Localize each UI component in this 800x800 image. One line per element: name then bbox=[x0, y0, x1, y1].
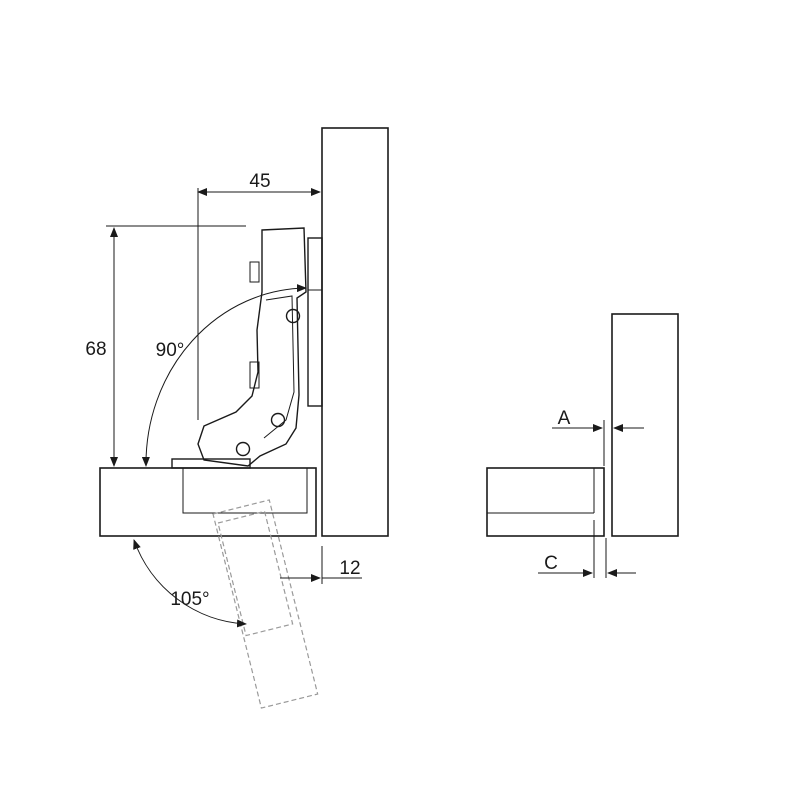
angle-105-arc bbox=[133, 539, 247, 628]
screw-pivot bbox=[235, 441, 251, 457]
mounting-plate bbox=[307, 237, 323, 407]
door-panel bbox=[99, 467, 317, 537]
angle-90-arc bbox=[141, 284, 307, 467]
angle-90-label: 90° bbox=[156, 340, 185, 361]
dim-68-label: 68 bbox=[85, 339, 106, 360]
dim-12-label: 12 bbox=[339, 558, 360, 579]
hinge-arm bbox=[197, 227, 307, 467]
hinge-tab-upper bbox=[249, 261, 260, 283]
dim-c-label: C bbox=[544, 553, 558, 574]
hinge-arm-inner-edge bbox=[263, 295, 295, 439]
cabinet-side-panel bbox=[321, 127, 389, 537]
screw-middle bbox=[270, 412, 286, 428]
angle-105-label: 105° bbox=[170, 589, 209, 610]
dim-45-label: 45 bbox=[249, 171, 270, 192]
detail-side-panel bbox=[611, 313, 679, 537]
dim-a-label: A bbox=[558, 408, 571, 429]
hinge-cup-open-ghost bbox=[217, 510, 294, 637]
detail-door-panel bbox=[486, 467, 605, 537]
